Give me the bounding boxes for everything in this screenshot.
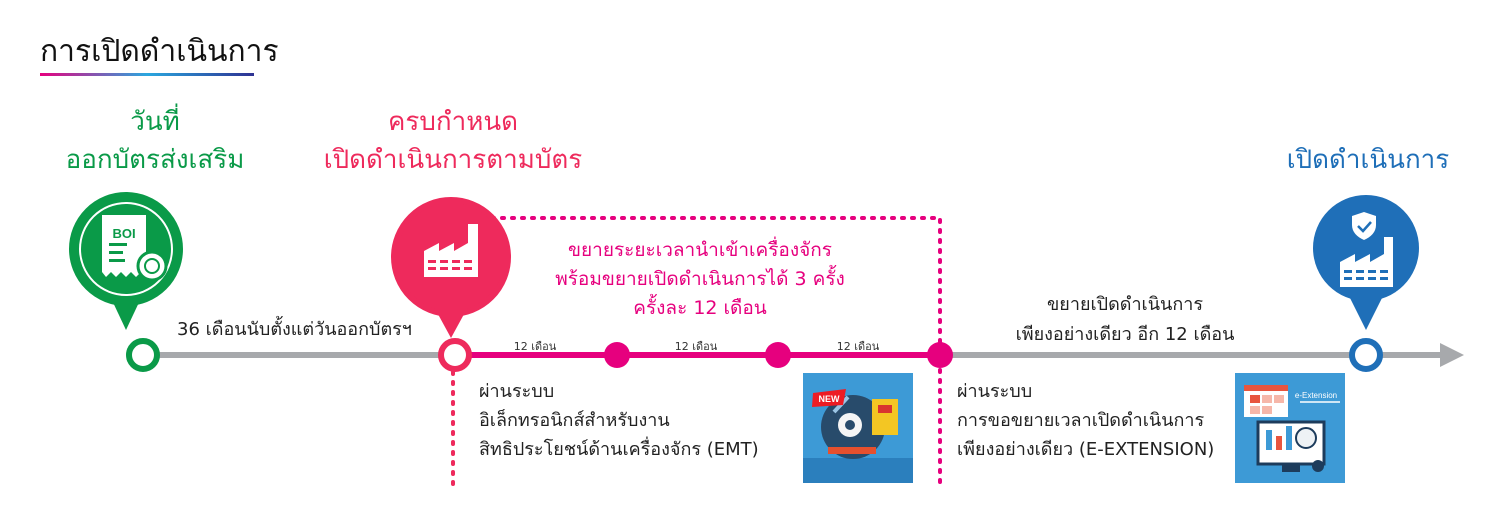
node-ext-1	[604, 342, 630, 368]
e-extension-description: ผ่านระบบ การขอขยายเวลาเปิดดำเนินการ เพีย…	[957, 377, 1227, 464]
factory-pin-icon	[391, 197, 511, 338]
extension-line3: ครั้งละ 12 เดือน	[633, 297, 767, 319]
due-heading-line2: เปิดดำเนินการตามบัตร	[323, 145, 583, 175]
final-extension-line2: เพียงอย่างเดียว อีก 12 เดือน	[1015, 324, 1235, 345]
segment-label-1: 12 เดือน	[513, 340, 557, 353]
final-extension-text: ขยายเปิดดำเนินการ เพียงอย่างเดียว อีก 12…	[980, 290, 1270, 350]
emt-new-badge: NEW	[819, 394, 841, 404]
boi-certificate-pin-icon	[69, 192, 183, 330]
segment-label-2: 12 เดือน	[674, 340, 718, 353]
node-ext-3	[927, 342, 953, 368]
page-title: การเปิดดำเนินการ	[40, 34, 279, 69]
title-underline	[40, 73, 254, 76]
node-issue	[126, 338, 160, 372]
emt-line3: สิทธิประโยชน์ด้านเครื่องจักร (EMT)	[479, 439, 759, 460]
extension-box-text: ขยายระยะเวลานำเข้าเครื่องจักร พร้อมขยายเ…	[520, 236, 880, 323]
timeline-arrow-head	[1440, 343, 1464, 367]
emt-line2: อิเล็กทรอนิกส์สำหรับงาน	[479, 410, 670, 431]
issue-date-heading: วันที่ ออกบัตรส่งเสริม	[40, 103, 270, 179]
due-heading-line1: ครบกำหนด	[388, 107, 518, 137]
extension-line1: ขยายระยะเวลานำเข้าเครื่องจักร	[568, 239, 832, 261]
e-extension-thumbnail-image	[1235, 373, 1345, 483]
node-due	[438, 338, 472, 372]
e-extension-thumb-label: e-Extension	[1295, 391, 1337, 400]
boi-badge-text: BOI	[112, 226, 135, 241]
eext-line1: ผ่านระบบ	[957, 381, 1033, 402]
emt-description: ผ่านระบบ อิเล็กทรอนิกส์สำหรับงาน สิทธิปร…	[479, 377, 799, 464]
node-open	[1349, 338, 1383, 372]
open-heading: เปิดดำเนินการ	[1268, 141, 1468, 179]
issue-heading-line2: ออกบัตรส่งเสริม	[65, 145, 245, 175]
eext-line3: เพียงอย่างเดียว (E-EXTENSION)	[957, 439, 1215, 460]
node-ext-2	[765, 342, 791, 368]
final-extension-line1: ขยายเปิดดำเนินการ	[1046, 294, 1203, 315]
emt-thumbnail-image	[803, 373, 913, 483]
extension-box-border	[480, 216, 942, 492]
issue-heading-line1: วันที่	[130, 107, 180, 137]
period-label: 36 เดือนนับตั้งแต่วันออกบัตรฯ	[177, 319, 412, 340]
extension-line2: พร้อมขยายเปิดดำเนินการได้ 3 ครั้ง	[555, 268, 845, 290]
open-heading-line1: เปิดดำเนินการ	[1286, 145, 1450, 175]
eext-line2: การขอขยายเวลาเปิดดำเนินการ	[957, 410, 1205, 431]
due-date-heading: ครบกำหนด เปิดดำเนินการตามบัตร	[318, 103, 588, 179]
segment-label-3: 12 เดือน	[836, 340, 880, 353]
emt-line1: ผ่านระบบ	[479, 381, 555, 402]
factory-shield-pin-icon	[1313, 195, 1419, 330]
